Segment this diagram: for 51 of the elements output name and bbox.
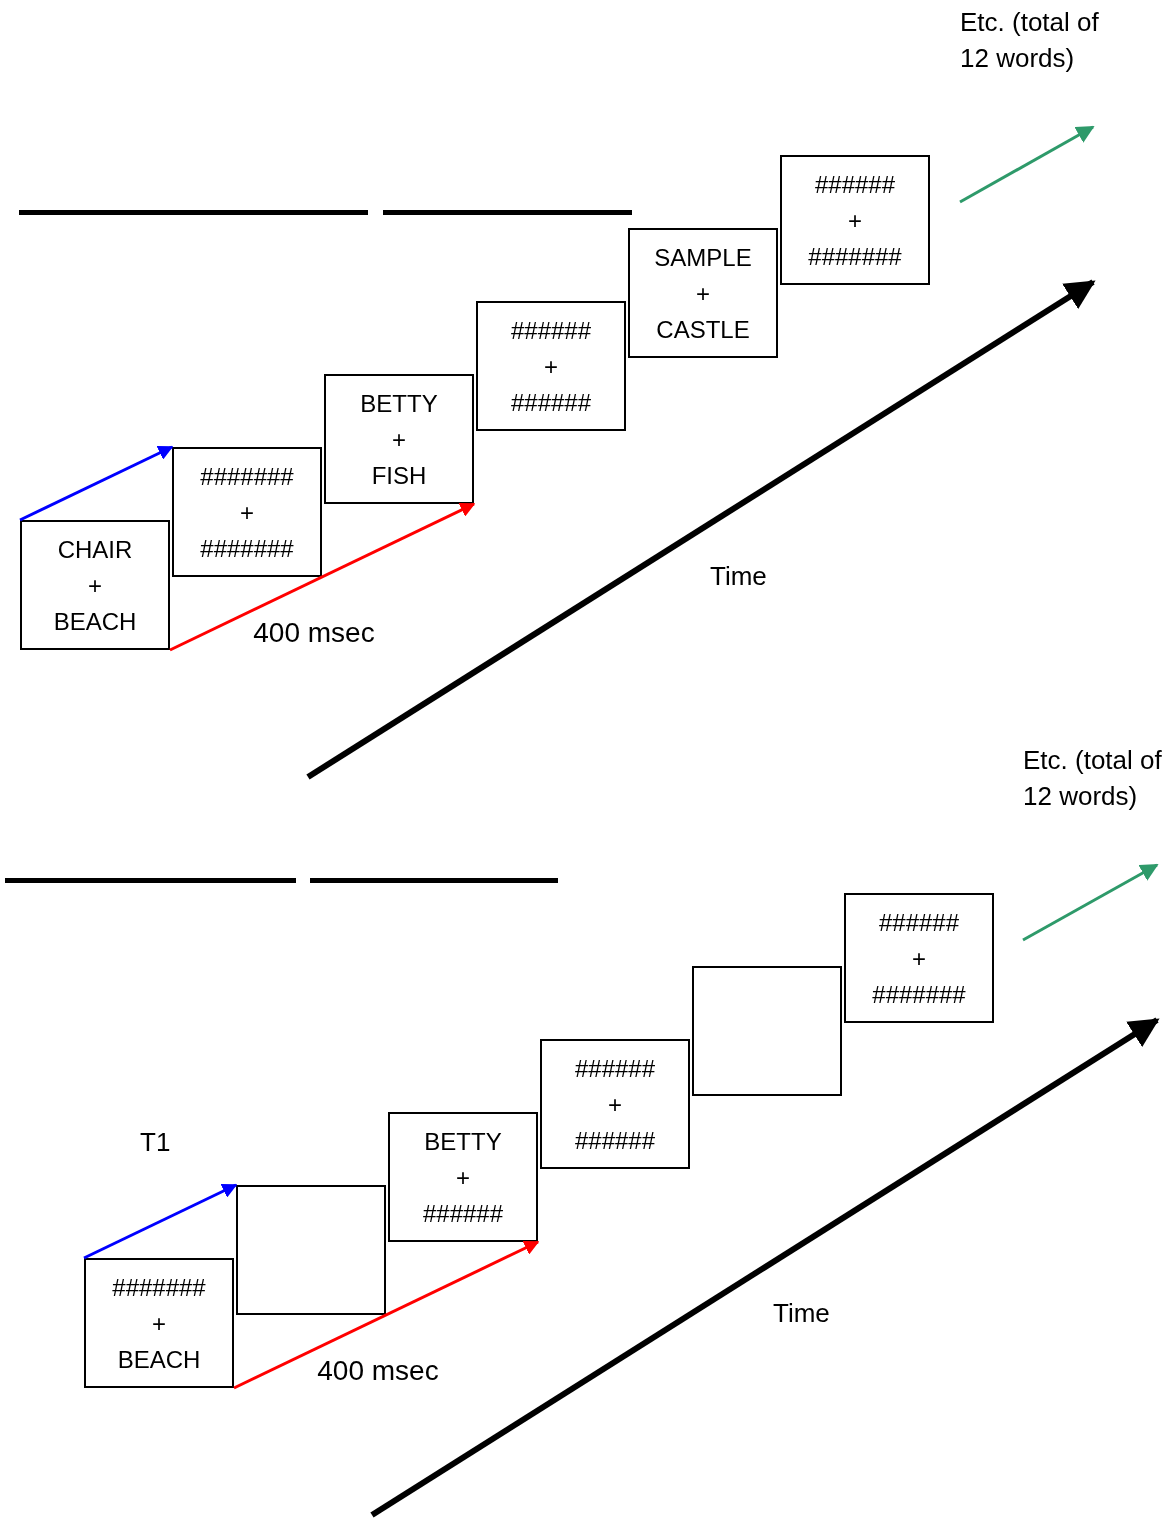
screen-card [628, 228, 778, 358]
arrow [233, 1240, 540, 1390]
axis-label: Time [773, 1297, 831, 1330]
stimulus-text: + [544, 352, 558, 382]
stimulus-text: + [848, 206, 862, 236]
stimulus-text: + [608, 1090, 622, 1120]
stimulus-text: + [88, 571, 102, 601]
stimulus-text: + [456, 1163, 470, 1193]
screen-card [324, 374, 474, 504]
stimulus-text: ####### [200, 534, 294, 564]
screen-card [780, 155, 930, 285]
stimulus-text: ####### [872, 980, 966, 1010]
stimulus-text: + [392, 425, 406, 455]
screen-card [84, 1258, 234, 1388]
stimulus-text: ###### [510, 388, 592, 418]
stimulus-text: + [696, 279, 710, 309]
stimulus-text: BETTY [424, 1127, 502, 1157]
condition-label: T1 [140, 1126, 172, 1159]
stimulus-text: ###### [814, 170, 896, 200]
stimulus-text: FISH [371, 461, 427, 491]
screen-card [476, 301, 626, 431]
stimulus-text: CASTLE [656, 315, 750, 345]
screen-card [844, 893, 994, 1023]
stimulus-text: ####### [808, 242, 902, 272]
screen-card [172, 447, 322, 577]
blank-screen [236, 1185, 386, 1315]
stimulus-text: BEACH [117, 1345, 201, 1375]
stimulus-text: + [152, 1309, 166, 1339]
stimulus-text: SAMPLE [654, 243, 752, 273]
stimulus-text: + [240, 498, 254, 528]
stimulus-text: ###### [510, 316, 592, 346]
stimulus-text: ####### [200, 462, 294, 492]
stimulus-text: + [912, 944, 926, 974]
arrow [169, 502, 476, 652]
stimulus-text: ####### [112, 1273, 206, 1303]
stimulus-text: ###### [878, 908, 960, 938]
stimulus-text: BETTY [360, 389, 438, 419]
note-text: Etc. (total of 12 words) [960, 6, 1100, 75]
screen-card [540, 1039, 690, 1169]
note-text: Etc. (total of 12 words) [1023, 744, 1163, 813]
blank-screen [692, 966, 842, 1096]
stimulus-text: ###### [422, 1199, 504, 1229]
screen-card [20, 520, 170, 650]
arrow [83, 1183, 238, 1260]
stimulus-text: CHAIR [57, 535, 133, 565]
stimulus-text: ###### [574, 1054, 656, 1084]
stimulus-text: ###### [574, 1126, 656, 1156]
screen-card [388, 1112, 538, 1242]
axis-label: Time [710, 560, 768, 593]
arrow [19, 445, 174, 522]
stimulus-text: BEACH [53, 607, 137, 637]
